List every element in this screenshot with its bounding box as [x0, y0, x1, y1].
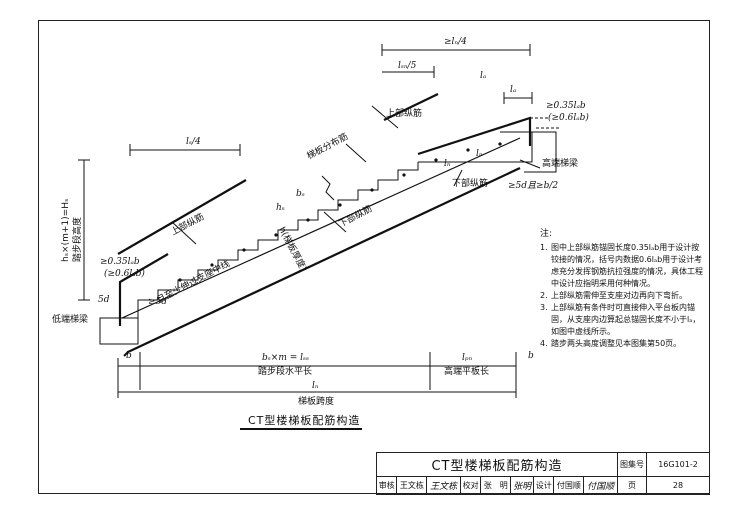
upper-rebar-left — [117, 179, 247, 255]
high-flat-slab — [418, 131, 533, 163]
drawing-frame — [38, 20, 710, 494]
dim-top-ln4 — [381, 44, 531, 56]
dim-bs-label: bₛ — [296, 189, 305, 199]
dim-ln: lₙ — [312, 381, 319, 391]
dim-lsn5 — [382, 66, 435, 78]
label-low-beam: 低端梯梁 — [52, 315, 89, 325]
dashed-anchor — [530, 117, 560, 129]
review-name: 王文栋 — [396, 476, 428, 495]
diagram-caption: CT型楼梯板配筋构造 — [248, 414, 361, 427]
low-support-outline — [99, 317, 139, 345]
leader-lines — [171, 105, 541, 245]
dim-ln-small-2: lₙ — [476, 149, 483, 159]
dim-la — [503, 92, 533, 104]
notes-block: 注: 1.图中上部纵筋锚固长度0.35lₐb用于设计按铰接的情况，括号内数据0.… — [540, 228, 705, 350]
label-lower-rebar: 下部纵筋 — [452, 179, 489, 189]
upper-rebar-left-anchor — [118, 253, 169, 326]
dim-ge5d: ≥5d — [148, 297, 168, 307]
dim-span — [117, 386, 517, 398]
caption-underline — [240, 428, 362, 430]
dim-bsm: bₛ×m = lₛₛ — [262, 353, 310, 363]
dim-ls4-label: lₛ/4 — [186, 137, 201, 147]
break-mark — [321, 175, 335, 201]
rebar-06-top: (≥0.6lₐb) — [548, 113, 589, 123]
lower-rebar-left-hook — [123, 351, 129, 357]
review-signature: 王文栋 — [426, 476, 461, 495]
slab-bottom-line — [121, 137, 521, 319]
dim-b-right: b — [528, 351, 534, 361]
rebar-06-left: (≥0.6lₐb) — [104, 269, 145, 279]
note-item: 3.上部纵筋有条件时可直接伸入平台板内锚固，从支座内边算起总锚固长度不小于lₐ，… — [540, 303, 701, 336]
label-upper-rebar-top: 上部纵筋 — [386, 109, 423, 119]
high-beam-outline — [524, 131, 557, 173]
note-item: 1.图中上部纵筋锚固长度0.35lₐb用于设计按铰接的情况，括号内数据0.6lₐ… — [540, 243, 703, 288]
stair-steps — [137, 162, 419, 318]
title-block-title: CT型楼梯板配筋构造 — [376, 452, 618, 477]
title-block: CT型楼梯板配筋构造 图集号 16G101-2 审核 王文栋 王文栋 校对 张 … — [375, 452, 710, 495]
dim-lpn: lₚₙ — [462, 353, 473, 363]
dim-ls4 — [129, 144, 241, 156]
dim-lpn-label: 高端平板长 — [444, 367, 490, 377]
notes-heading: 注: — [540, 229, 553, 239]
check-name: 张 明 — [480, 476, 512, 495]
dim-5d: 5d — [98, 295, 110, 305]
design-name: 付国顺 — [553, 476, 585, 495]
dim-lsn5-label: lₛₙ/5 — [398, 61, 417, 71]
dim-ln-small-1: lₙ — [444, 159, 451, 169]
dim-height — [78, 159, 90, 301]
dim-b-left: b — [126, 351, 132, 361]
atlas-number: 16G101-2 — [646, 452, 710, 477]
upper-rebar-right — [383, 93, 439, 121]
dim-hs-label: hₛ — [276, 203, 285, 213]
dim-top-ln4-label: ≥lₙ/4 — [444, 37, 467, 47]
dim-height-formula: hₛ×(m+1)=Hₛ — [61, 198, 71, 262]
dim-span-label: 梯板跨度 — [298, 397, 335, 407]
check-signature: 张明 — [510, 476, 535, 495]
page-label: 页 — [617, 476, 647, 495]
design-label: 设计 — [533, 476, 555, 495]
lower-rebar-line — [127, 167, 521, 353]
dim-la-top: lₐ — [480, 71, 487, 81]
atlas-label: 图集号 — [617, 452, 647, 477]
label-high-beam: 高端梯梁 — [542, 159, 579, 169]
dim-bottom-row — [117, 352, 517, 390]
note-item: 2.上部纵筋需伸至支座对边再向下弯折。 — [540, 291, 687, 300]
note-item: 4.踏步两头高度调整见本图集第50页。 — [540, 339, 682, 348]
dim-height-label: 踏步段高度 — [73, 216, 83, 262]
upper-rebar-right-anchor — [417, 116, 532, 156]
review-label: 审核 — [375, 476, 398, 495]
rebar-035-left: ≥0.35lₐb — [100, 257, 140, 267]
dim-lsn-label: 踏步段水平长 — [258, 367, 313, 377]
page-number: 28 — [646, 476, 710, 495]
dim-ge5d-right: ≥5d且≥b/2 — [508, 181, 559, 191]
dim-la-label: lₐ — [510, 85, 517, 95]
design-signature: 付国顺 — [583, 476, 618, 495]
check-label: 校对 — [459, 476, 482, 495]
distribution-rebar-dots — [178, 142, 502, 282]
rebar-035-top: ≥0.35lₐb — [546, 101, 586, 111]
